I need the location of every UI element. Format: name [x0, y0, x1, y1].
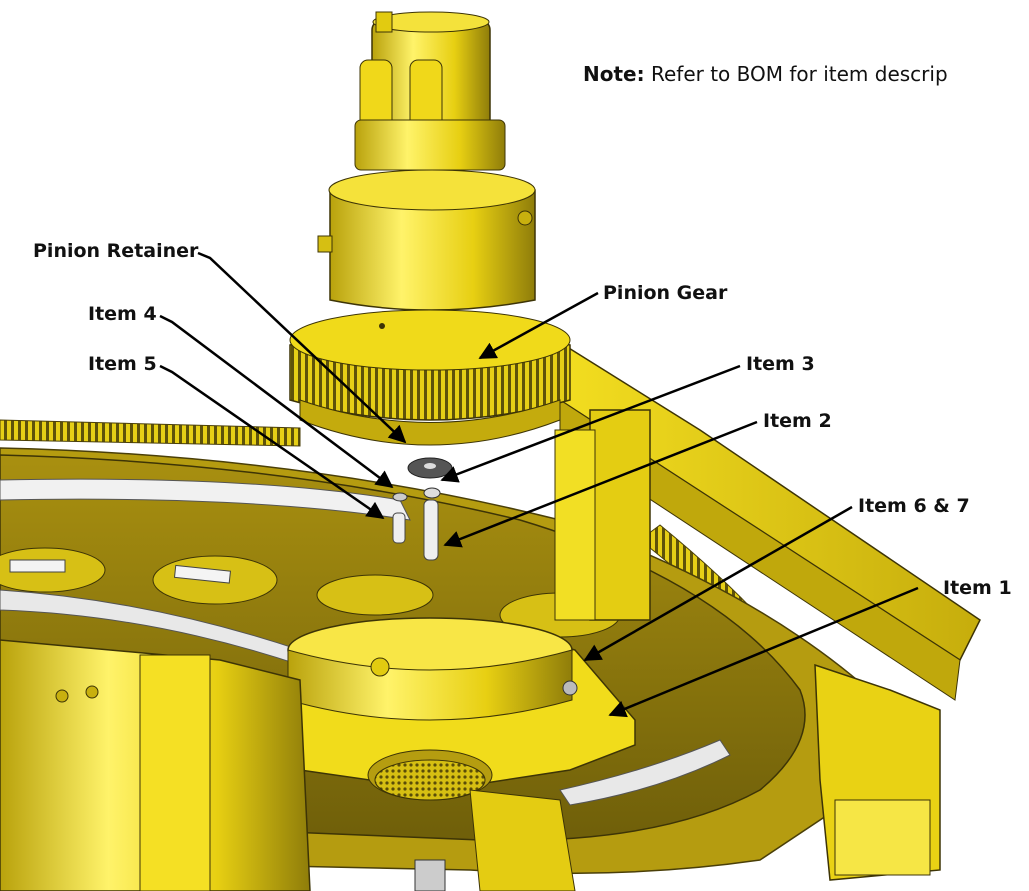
leader-pinion-retainer — [197, 251, 407, 444]
frame-beams — [538, 328, 981, 881]
leader-item5 — [159, 364, 385, 520]
leader-pinion-gear — [478, 291, 599, 360]
leader-item2 — [443, 420, 758, 548]
callout-pinion-retainer: Pinion Retainer — [33, 240, 199, 262]
leader-lines — [159, 251, 919, 718]
note-text: Note: Refer to BOM for item descrip — [583, 62, 948, 86]
callout-item2: Item 2 — [763, 410, 832, 432]
support-column — [0, 639, 576, 891]
callout-pinion-gear: Pinion Gear — [603, 282, 728, 304]
leader-item1 — [608, 586, 919, 718]
callout-item5: Item 5 — [88, 353, 157, 375]
callout-item1: Item 1 — [943, 577, 1012, 599]
callout-item3: Item 3 — [746, 353, 815, 375]
callout-item4: Item 4 — [88, 303, 157, 325]
note-body: Refer to BOM for item descrip — [650, 62, 948, 86]
motor-assembly — [289, 11, 571, 446]
leader-item3 — [440, 364, 741, 483]
leader-item4 — [159, 314, 394, 489]
note-label: Note: — [583, 62, 645, 86]
bearing-housing — [287, 617, 636, 801]
leader-item6-7 — [583, 505, 853, 662]
callout-item6-7: Item 6 & 7 — [858, 495, 970, 517]
